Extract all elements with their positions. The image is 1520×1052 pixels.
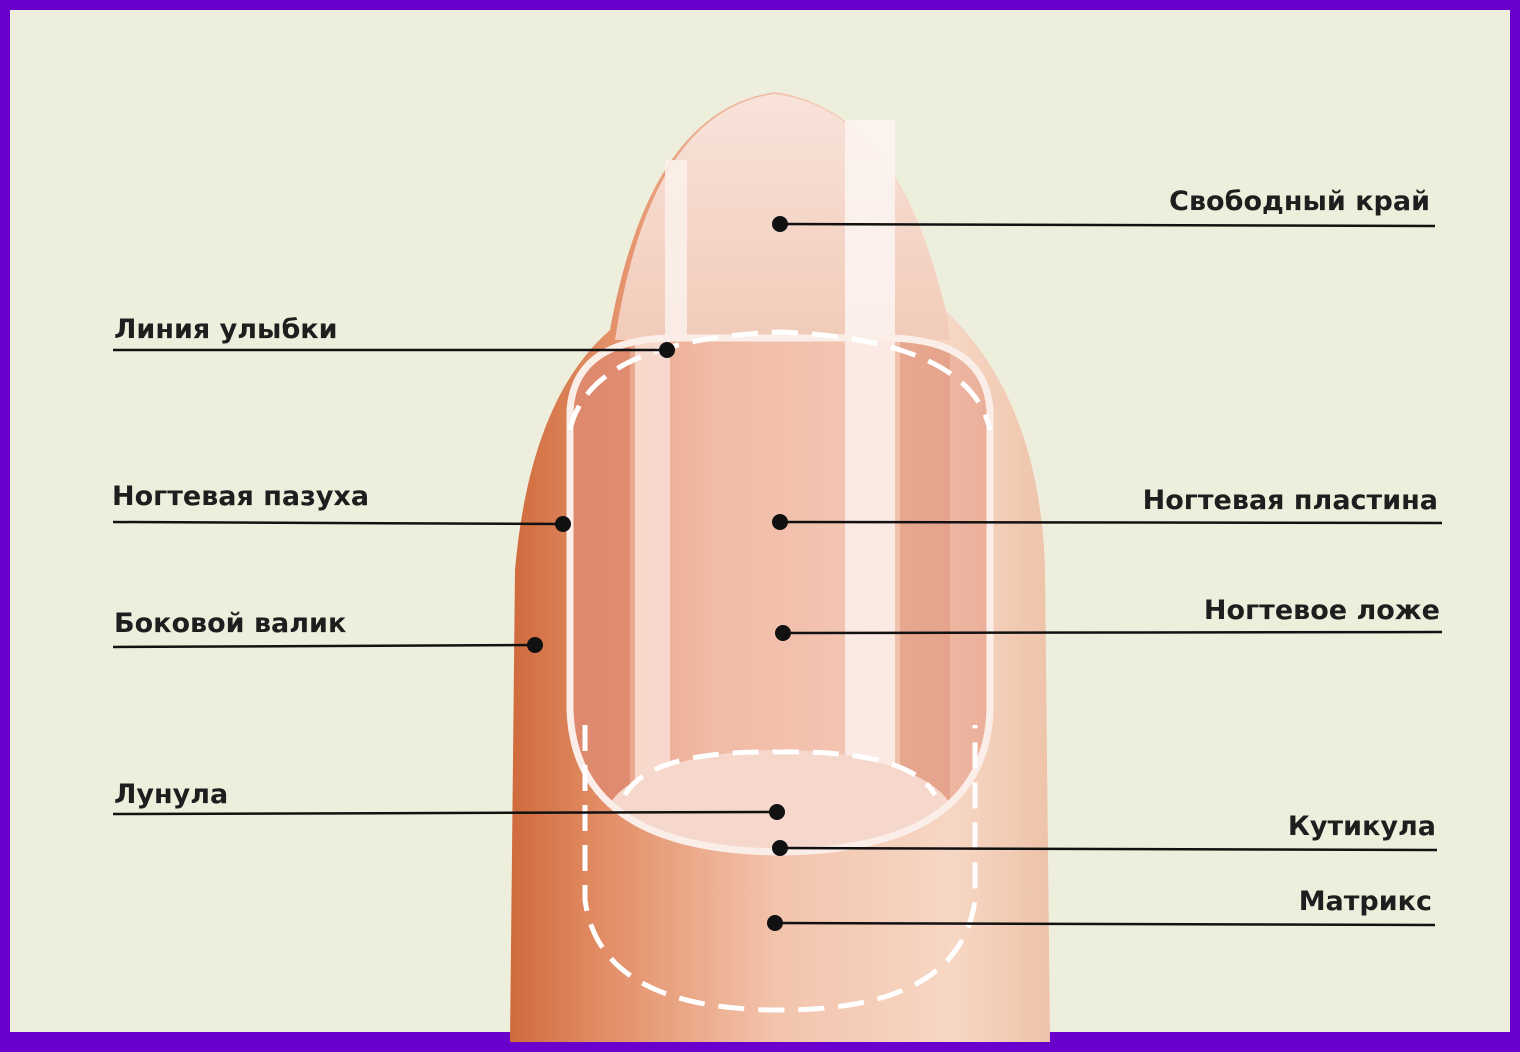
label-nail-bed: Ногтевое ложе <box>1204 595 1440 626</box>
label-nail-plate: Ногтевая пластина <box>1143 485 1438 516</box>
label-lateral-fold: Боковой валик <box>114 608 346 639</box>
label-lunula: Лунула <box>114 779 228 810</box>
label-cuticle: Кутикула <box>1288 811 1436 842</box>
label-matrix: Матрикс <box>1299 886 1432 917</box>
label-free-edge: Свободный край <box>1169 186 1430 217</box>
tip-highlight-right <box>845 120 895 340</box>
nail-anatomy-diagram: Свободный край Линия улыбки Ногтевая паз… <box>10 10 1520 1052</box>
label-nail-sinus: Ногтевая пазуха <box>112 481 369 512</box>
tip-highlight-left <box>665 160 687 340</box>
label-smile-line: Линия улыбки <box>114 314 338 345</box>
